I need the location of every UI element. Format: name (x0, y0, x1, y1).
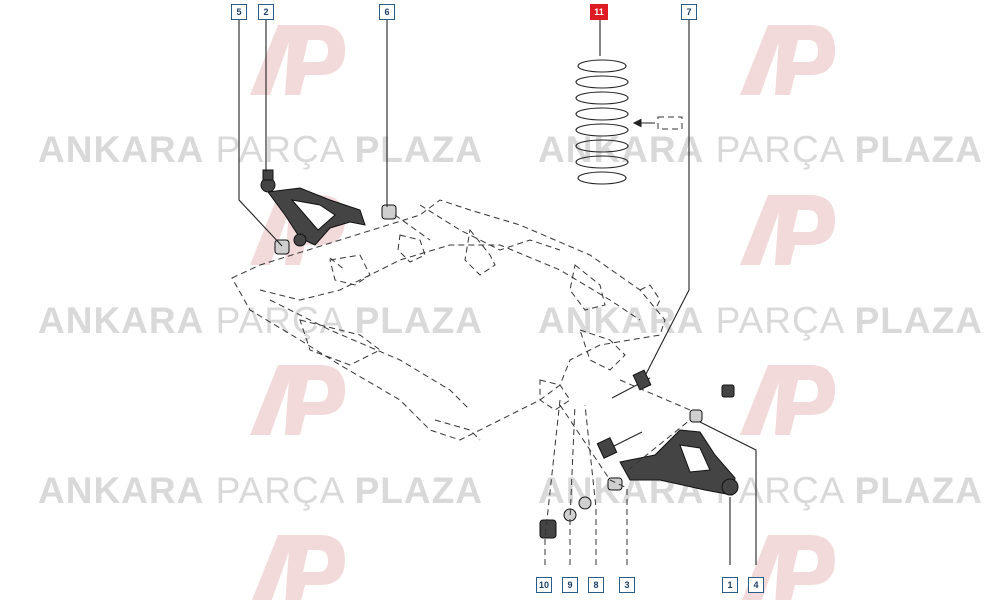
watermark-row: ANKARA PARÇA PLAZA (538, 300, 983, 341)
callout-1[interactable]: 1 (722, 577, 738, 593)
upper-control-arm (260, 169, 397, 255)
callout-8[interactable]: 8 (588, 577, 604, 593)
callout-2[interactable]: 2 (258, 4, 274, 20)
watermark-row: ANKARA PARÇA PLAZA (38, 129, 483, 170)
lower-control-arm (539, 369, 739, 539)
watermark-row: ANKARA PARÇA PLAZA (38, 470, 483, 511)
callout-3[interactable]: 3 (619, 577, 635, 593)
watermark-text: ANKARA PARÇA PLAZA ANKARA PARÇA PLAZA AN… (38, 129, 983, 511)
callout-5[interactable]: 5 (231, 4, 247, 20)
callout-6[interactable]: 6 (379, 4, 395, 20)
subframe-crossmember (231, 199, 666, 441)
callout-7[interactable]: 7 (681, 4, 697, 20)
callout-4[interactable]: 4 (748, 577, 764, 593)
callout-11[interactable]: 11 (590, 4, 608, 20)
watermark-row: ANKARA PARÇA PLAZA (538, 470, 983, 511)
leader-lines (238, 20, 757, 565)
coil-spring (575, 59, 683, 185)
watermark-row: ANKARA PARÇA PLAZA (38, 300, 483, 341)
callout-10[interactable]: 10 (536, 577, 552, 593)
callout-9[interactable]: 9 (562, 577, 578, 593)
watermark-row: ANKARA PARÇA PLAZA (538, 129, 983, 170)
